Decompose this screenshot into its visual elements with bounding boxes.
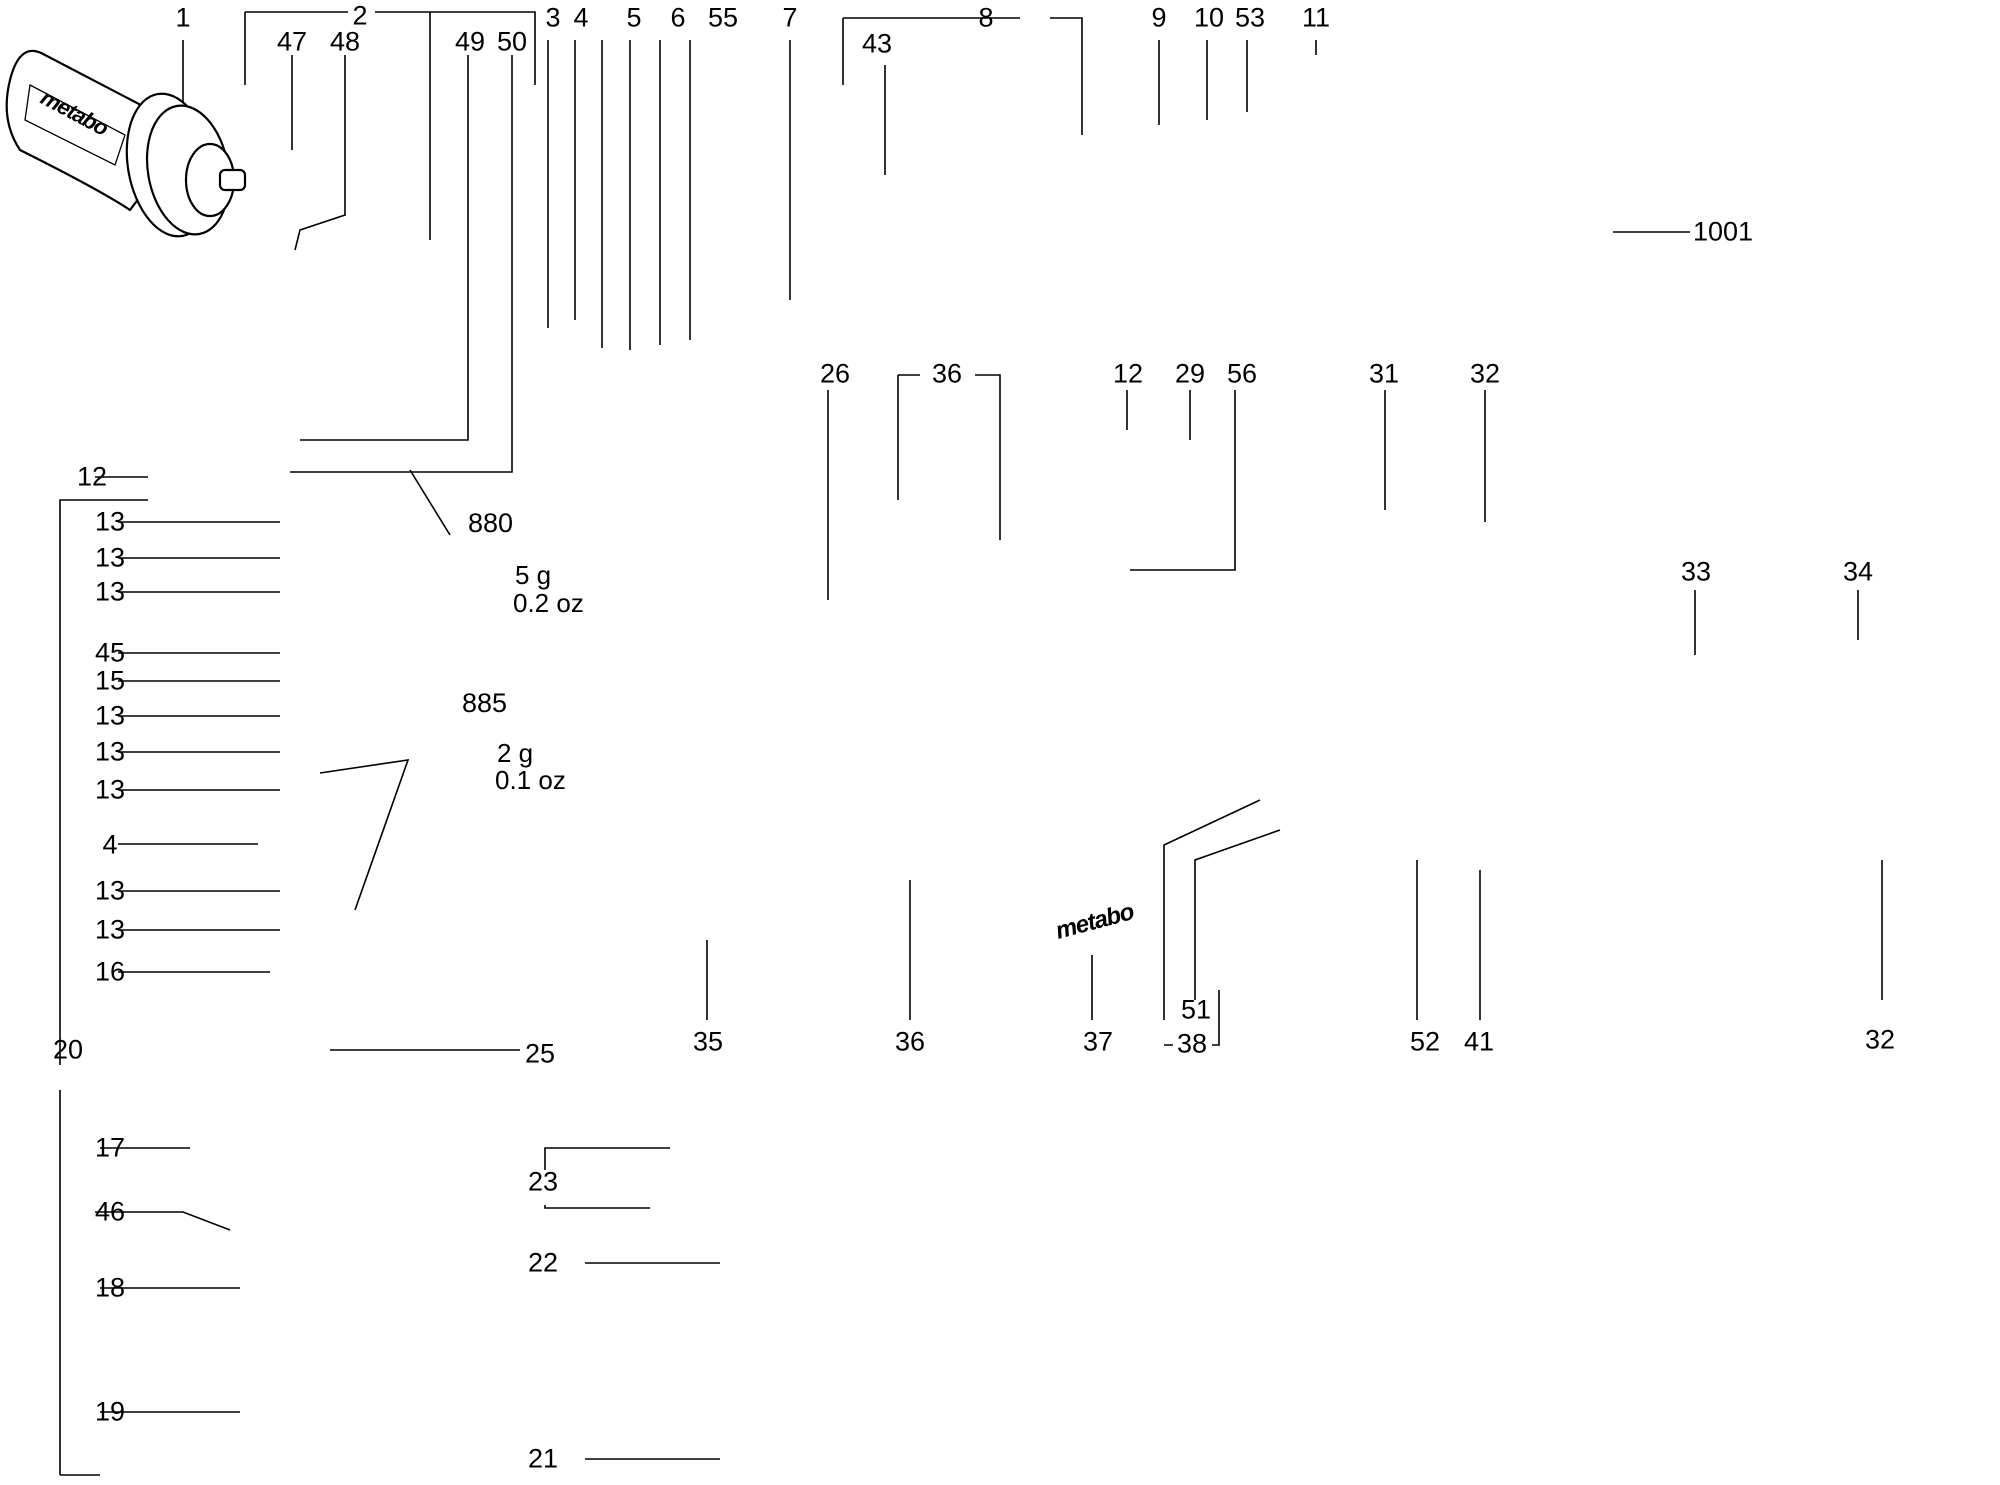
callout-36-lower: 36	[894, 1026, 926, 1057]
tube-880-label: 880	[468, 508, 514, 538]
callout-4-top: 4	[573, 2, 589, 33]
callout-1001: 1001	[1693, 216, 1754, 247]
callout-17: 17	[94, 1132, 126, 1163]
callout-51: 51	[1180, 994, 1212, 1025]
callout-48: 48	[329, 26, 361, 57]
grease-885-amount-g: 2 g	[497, 738, 534, 768]
callout-5: 5	[626, 2, 642, 33]
callout-45: 45	[94, 637, 126, 668]
callout-18: 18	[94, 1272, 126, 1303]
callout-1: 1	[175, 2, 191, 33]
callout-2: 2	[352, 0, 368, 31]
callout-15: 15	[94, 665, 126, 696]
grease-885-amount-oz: 0.1 oz	[495, 765, 566, 795]
callout-9: 9	[1151, 2, 1167, 33]
callout-55: 55	[707, 2, 739, 33]
callout-32-upper: 32	[1469, 358, 1501, 389]
callout-56: 56	[1226, 358, 1258, 389]
callout-21: 21	[527, 1443, 559, 1474]
callout-8: 8	[978, 2, 994, 33]
callout-10: 10	[1193, 2, 1225, 33]
callout-13-b: 13	[94, 542, 126, 573]
callout-38: 38	[1176, 1028, 1208, 1059]
callout-11: 11	[1301, 2, 1331, 33]
callout-47: 47	[276, 26, 308, 57]
leader-lines	[59, 11, 1883, 1476]
callout-43: 43	[861, 28, 893, 59]
callout-31: 31	[1368, 358, 1400, 389]
grease-880-amount-oz: 0.2 oz	[513, 588, 584, 618]
callout-13-g: 13	[94, 875, 126, 906]
callout-7: 7	[782, 2, 798, 33]
callout-12-left: 12	[76, 461, 108, 492]
callout-13-e: 13	[94, 736, 126, 767]
callout-35: 35	[692, 1026, 724, 1057]
callout-46: 46	[94, 1196, 126, 1227]
callout-37: 37	[1082, 1026, 1114, 1057]
callout-12-middle: 12	[1112, 358, 1144, 389]
callout-23: 23	[527, 1166, 559, 1197]
callout-6: 6	[670, 2, 686, 33]
callout-36-upper: 36	[931, 358, 963, 389]
callout-33: 33	[1680, 556, 1712, 587]
callout-4-left: 4	[102, 829, 118, 860]
callout-13-a: 13	[94, 506, 126, 537]
callout-19: 19	[94, 1396, 126, 1427]
callout-26: 26	[819, 358, 851, 389]
callout-13-c: 13	[94, 576, 126, 607]
callout-34: 34	[1842, 556, 1874, 587]
callout-49: 49	[454, 26, 486, 57]
callout-20: 20	[52, 1034, 84, 1065]
callout-22: 22	[527, 1247, 559, 1278]
grease-880-amount-g: 5 g	[515, 560, 552, 590]
callout-53: 53	[1234, 2, 1266, 33]
callout-16: 16	[94, 956, 126, 987]
side-handle-part	[5, 49, 247, 238]
callout-32-lower: 32	[1864, 1024, 1896, 1055]
callout-13-d: 13	[94, 700, 126, 731]
callout-25: 25	[524, 1038, 556, 1069]
callout-13-h: 13	[94, 914, 126, 945]
callout-41: 41	[1463, 1026, 1495, 1057]
tube-885-label: 885	[462, 688, 508, 718]
callout-52: 52	[1409, 1026, 1441, 1057]
callout-3: 3	[545, 2, 561, 33]
callout-29: 29	[1174, 358, 1206, 389]
callout-13-f: 13	[94, 774, 126, 805]
callout-50: 50	[496, 26, 528, 57]
